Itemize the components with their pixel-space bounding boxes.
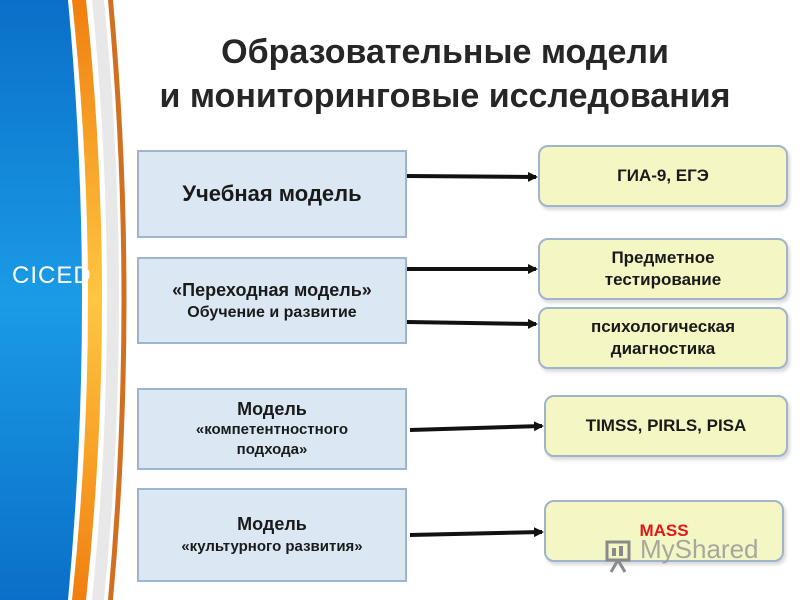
arrow-cultural-to-mass	[409, 527, 544, 538]
assessment-box-mass: MASS	[544, 500, 784, 562]
arrow-transitional-to-psych	[406, 318, 538, 329]
assessment-label: психологическая	[590, 317, 736, 336]
assessment-label: Предметное	[611, 248, 715, 267]
model-box-competence: Модель «компетентностного подхода»	[137, 388, 407, 470]
assessment-label: диагностика	[610, 339, 716, 358]
arrow-learning-to-gia	[406, 171, 538, 182]
assessment-box-psych-diagnostics: психологическая диагностика	[538, 307, 788, 369]
model-box-cultural: Модель «культурного развития»	[137, 488, 407, 582]
assessment-label: ГИА-9, ЕГЭ	[617, 166, 709, 185]
model-label: Учебная модель	[182, 181, 362, 206]
watermark-presentation-icon	[605, 540, 631, 573]
title-line-1: Образовательные модели	[221, 33, 669, 71]
model-sublabel: Обучение и развитие	[187, 303, 357, 321]
arrow-competence-to-timss	[409, 421, 544, 432]
watermark: MyShared	[640, 534, 759, 564]
model-box-transitional: «Переходная модель» Обучение и развитие	[137, 257, 407, 344]
assessment-label: MASS	[639, 521, 689, 540]
assessment-box-timss: TIMSS, PIRLS, PISA	[544, 395, 788, 457]
model-sublabel: «компетентностного	[195, 421, 349, 438]
assessment-box-subject-testing: Предметное тестирование	[538, 238, 788, 300]
model-sublabel: «культурного развития»	[181, 538, 363, 555]
ciced-logo: CICED	[12, 262, 92, 289]
assessment-label: тестирование	[604, 270, 722, 289]
model-label: «Переходная модель»	[172, 279, 372, 300]
model-sublabel: подхода»	[236, 441, 308, 458]
model-label: Модель	[237, 399, 307, 419]
title-line-2: и мониторинговые исследования	[159, 77, 731, 115]
assessment-box-gia: ГИА-9, ЕГЭ	[538, 145, 788, 207]
decorative-stripes	[0, 0, 127, 600]
assessment-label: TIMSS, PIRLS, PISA	[585, 416, 747, 435]
model-label: Модель	[237, 514, 307, 534]
model-box-learning: Учебная модель	[137, 150, 407, 238]
